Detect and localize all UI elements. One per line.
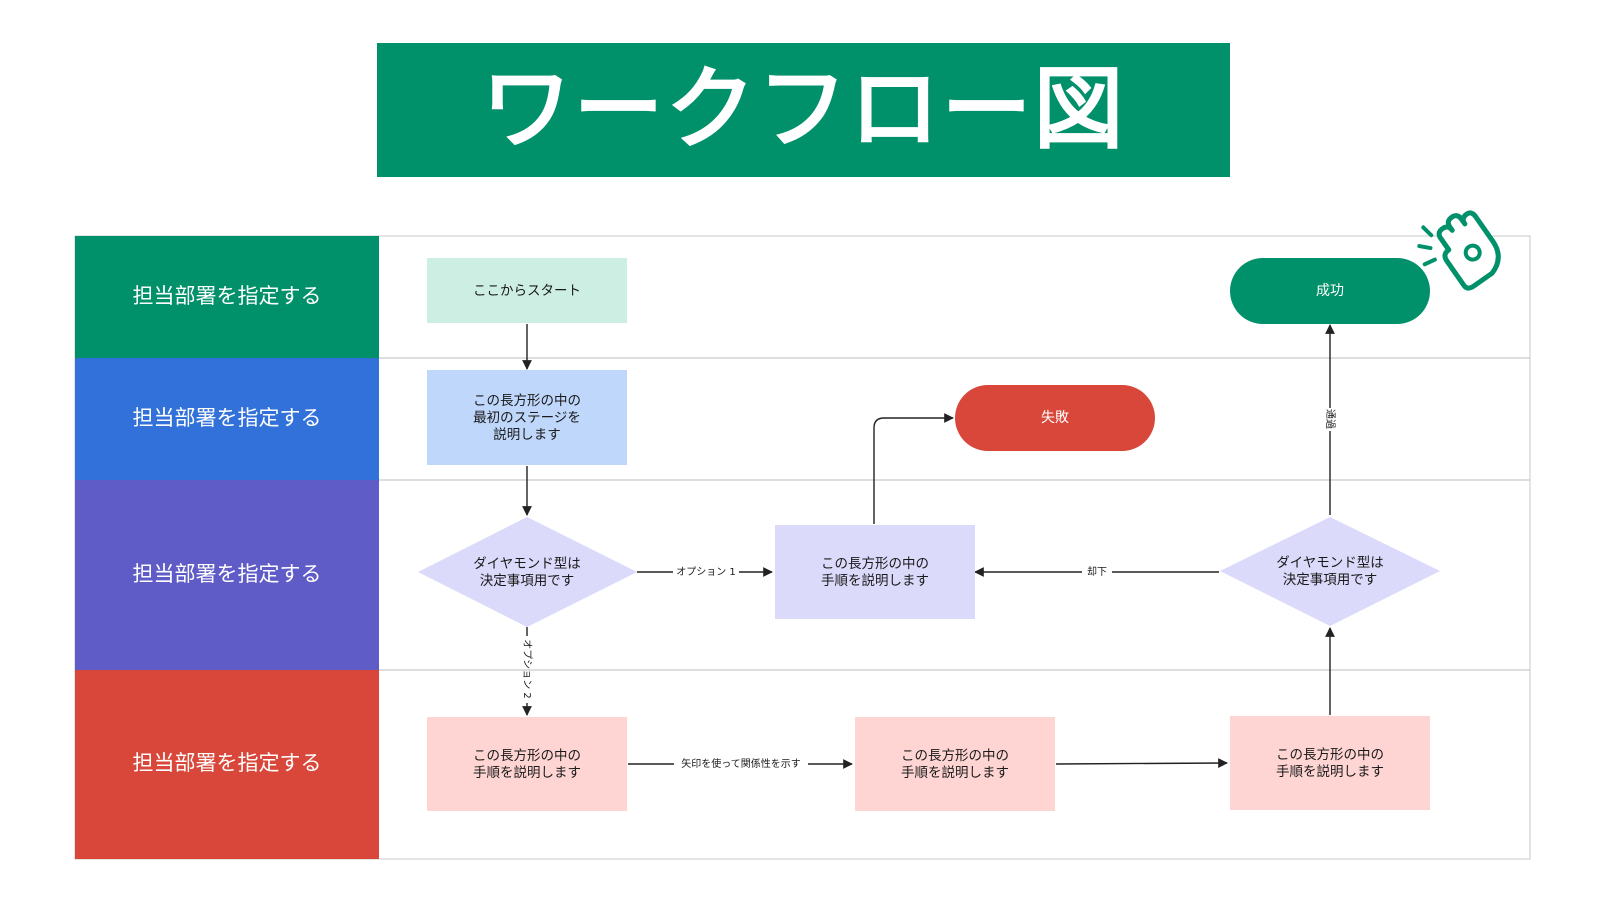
decision-line: ダイヤモンド型は (1276, 555, 1384, 571)
decision-node-2[interactable]: ダイヤモンド型は 決定事項用です (1220, 517, 1440, 626)
first-stage-line: 最初のステージを (473, 409, 581, 426)
waving-hand-icon (1417, 210, 1501, 291)
step-a-shape (427, 717, 627, 811)
first-stage-line: この長方形の中の (473, 393, 581, 409)
lane-header-2 (75, 358, 379, 480)
fail-node-label: 失敗 (1041, 410, 1069, 426)
edge-label-reject: 却下 (1087, 566, 1107, 578)
decision-node-1[interactable]: ダイヤモンド型は 決定事項用です (418, 517, 637, 627)
edge-label-option1: オプション 1 (676, 566, 736, 578)
step-b-shape (855, 717, 1055, 811)
success-node-label: 成功 (1316, 283, 1344, 299)
decision-line: 決定事項用です (1283, 572, 1378, 588)
lane-label: 担当部署を指定する (133, 562, 322, 586)
step-node-a[interactable]: この長方形の中の 手順を説明します (427, 717, 627, 811)
first-stage-shape (427, 370, 627, 465)
step-c-shape (1230, 716, 1430, 810)
decision-line: 決定事項用です (480, 573, 575, 589)
success-node[interactable]: 成功 (1230, 258, 1430, 324)
page-title: ワークフロー図 (481, 57, 1126, 162)
edge-label-arrows: 矢印を使って関係性を示す (681, 757, 801, 770)
lane-header-3 (75, 480, 379, 670)
first-stage-node[interactable]: この長方形の中の 最初のステージを 説明します (427, 370, 627, 465)
step-b-line: この長方形の中の (901, 748, 1009, 764)
lane-label: 担当部署を指定する (133, 751, 322, 775)
decision-line: ダイヤモンド型は (473, 556, 581, 572)
fail-node-shape (955, 385, 1155, 451)
fail-node[interactable]: 失敗 (955, 385, 1155, 451)
first-stage-line: 説明します (493, 427, 561, 443)
lane-header-4 (75, 670, 379, 859)
step-node-b[interactable]: この長方形の中の 手順を説明します (855, 717, 1055, 811)
middle-step-line: この長方形の中の (821, 556, 929, 572)
step-c-line: この長方形の中の (1276, 747, 1384, 763)
start-node-label: ここからスタート (473, 283, 581, 299)
lane-label: 担当部署を指定する (133, 406, 322, 430)
success-node-shape (1230, 258, 1430, 324)
middle-step-line: 手順を説明します (821, 573, 929, 589)
middle-step-node[interactable]: この長方形の中の 手順を説明します (775, 525, 975, 619)
start-node-shape (427, 258, 627, 323)
decision-shape-2 (1220, 517, 1440, 626)
lane-header-1 (75, 236, 379, 358)
step-a-line: 手順を説明します (473, 765, 581, 781)
edge-step-to-fail (873, 413, 954, 524)
edge-stepb-to-stepc (1055, 758, 1228, 768)
lane-label: 担当部署を指定する (133, 284, 322, 308)
edge-label-pass: 通過 (1324, 409, 1336, 429)
step-b-line: 手順を説明します (901, 765, 1009, 781)
step-node-c[interactable]: この長方形の中の 手順を説明します (1230, 716, 1430, 810)
edge-label-option2: オプション 2 (521, 639, 533, 699)
decision-shape-1 (418, 517, 637, 627)
step-a-line: この長方形の中の (473, 748, 581, 764)
middle-step-shape (775, 525, 975, 619)
start-node[interactable]: ここからスタート (427, 258, 627, 323)
title-banner: ワークフロー図 (377, 43, 1230, 177)
step-c-line: 手順を説明します (1276, 764, 1384, 780)
